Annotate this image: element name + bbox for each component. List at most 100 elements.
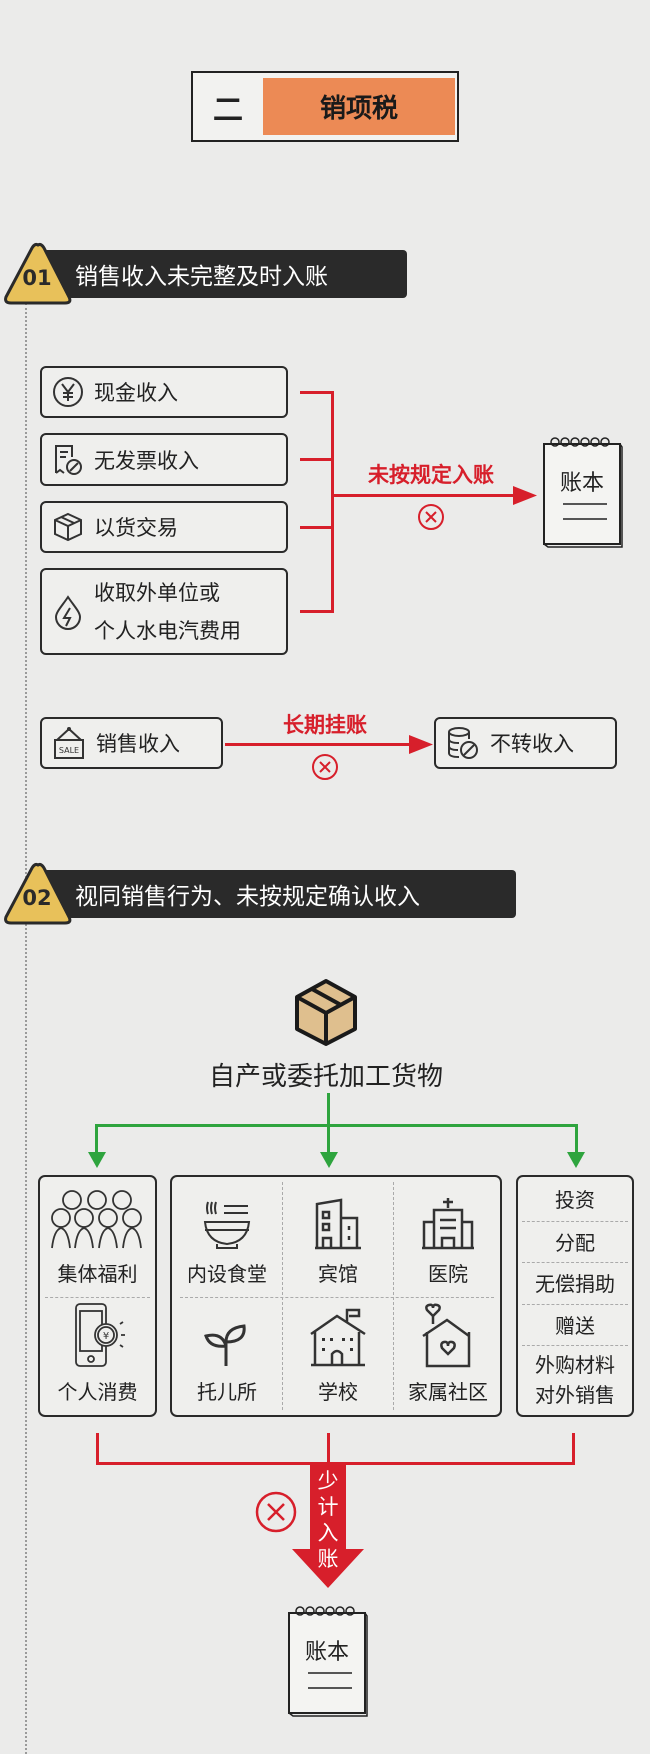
divider <box>522 1221 628 1222</box>
arrow-label: 长期挂账 <box>283 713 367 737</box>
bowl-icon <box>203 1201 251 1249</box>
cell-school: 学校 <box>283 1298 393 1415</box>
section2-title-bar: 视同销售行为、未按规定确认收入 <box>40 870 516 918</box>
arrow-char: 少 <box>317 1469 339 1493</box>
other-uses-box: 投资 分配 无偿捐助 赠送 外购材料 对外销售 <box>516 1175 634 1417</box>
hospital-icon <box>422 1198 474 1250</box>
item-distribution: 分配 <box>555 1230 595 1255</box>
sale-sign-icon: SALE <box>54 727 84 759</box>
cell-label: 医院 <box>428 1262 468 1286</box>
item-line1: 外购材料 <box>535 1353 615 1377</box>
divider <box>522 1304 628 1305</box>
cell-label: 学校 <box>318 1380 358 1404</box>
yen-icon <box>53 377 83 407</box>
cell-collective-welfare: 集体福利 <box>40 1177 155 1297</box>
cell-label: 个人消费 <box>57 1380 138 1404</box>
group-icon <box>50 1190 142 1249</box>
item-sales-income: SALE 销售收入 <box>40 717 223 769</box>
item-investment: 投资 <box>555 1188 595 1212</box>
box-icon <box>54 512 82 542</box>
arrow-down-icon <box>567 1152 585 1168</box>
item-not-converted-income: 不转收入 <box>434 717 617 769</box>
divider <box>522 1345 628 1346</box>
svg-text:SALE: SALE <box>59 746 79 755</box>
section1-badge: 01 <box>22 266 52 290</box>
divider <box>522 1262 628 1263</box>
phone-pay-icon: ¥ <box>74 1303 125 1367</box>
bracket-line <box>300 458 332 461</box>
section-title: 销项税 <box>263 78 455 135</box>
section-number: 二 <box>213 92 243 128</box>
section2-title: 视同销售行为、未按规定确认收入 <box>75 884 420 910</box>
cross-circle-icon <box>418 504 444 530</box>
green-line <box>95 1124 98 1159</box>
notebook-icon <box>543 437 623 548</box>
section1-title: 销售收入未完整及时入账 <box>75 264 328 290</box>
cell-community: 家属社区 <box>394 1298 502 1415</box>
section2-badge: 02 <box>22 886 52 910</box>
cross-circle-icon <box>312 754 338 780</box>
cell-label: 家属社区 <box>408 1380 488 1404</box>
divider <box>45 1297 150 1298</box>
section-title-box: 二 销项税 <box>191 71 459 142</box>
divider <box>282 1182 283 1410</box>
arrow-char: 计 <box>317 1495 339 1519</box>
welfare-box: 集体福利 ¥ 个人消费 <box>38 1175 157 1417</box>
bracket-line <box>327 1433 330 1465</box>
cell-hotel: 宾馆 <box>283 1177 393 1297</box>
green-line <box>575 1124 578 1159</box>
cell-label: 内设食堂 <box>187 1262 267 1286</box>
item-label: 现金收入 <box>94 381 178 405</box>
item-gift: 赠送 <box>555 1313 595 1338</box>
school-icon <box>310 1308 366 1367</box>
badge-triangle-icon <box>4 242 72 305</box>
source-label: 自产或委托加工货物 <box>208 1062 443 1092</box>
arrow-line <box>331 494 521 497</box>
arrow-char: 入 <box>317 1521 339 1545</box>
arrow-char: 账 <box>317 1547 339 1571</box>
item-cash-income: 现金收入 <box>40 366 288 418</box>
bracket-line <box>300 391 332 394</box>
item-label-line1: 收取外单位或 <box>94 580 220 605</box>
item-label-line2: 个人水电汽费用 <box>94 618 241 643</box>
utility-icon <box>54 594 82 630</box>
item-donation: 无偿捐助 <box>535 1271 615 1296</box>
item-label: 无发票收入 <box>94 448 199 473</box>
notebook-icon <box>288 1606 368 1717</box>
cell-label: 托儿所 <box>197 1380 257 1404</box>
arrow-down-icon <box>88 1152 106 1168</box>
ledger-label: 账本 <box>559 471 604 496</box>
bracket-line <box>572 1433 575 1465</box>
item-label: 销售收入 <box>96 732 180 756</box>
bracket-line <box>96 1433 99 1465</box>
package-icon <box>295 979 357 1046</box>
ledger-label: 账本 <box>304 1640 349 1665</box>
cross-circle-icon <box>255 1491 297 1533</box>
bracket-line <box>331 391 334 613</box>
arrow-label-vertical: 少 计 入 账 <box>310 1468 346 1572</box>
ledger-notebook: 账本 <box>286 1606 368 1717</box>
cell-label: 宾馆 <box>318 1262 358 1286</box>
cell-label: 集体福利 <box>57 1262 138 1286</box>
arrow-down-icon <box>320 1152 338 1168</box>
divider <box>393 1182 394 1410</box>
arrow-head-icon <box>513 486 537 505</box>
cell-canteen: 内设食堂 <box>172 1177 282 1297</box>
item-utility-fees: 收取外单位或 个人水电汽费用 <box>40 568 288 655</box>
item-barter: 以货交易 <box>40 501 288 553</box>
facilities-box: 内设食堂 宾馆 医院 托儿所 学校 家属社区 <box>170 1175 502 1417</box>
bracket-line <box>300 526 332 529</box>
community-icon <box>422 1303 471 1368</box>
section1-title-bar: 销售收入未完整及时入账 <box>40 250 407 298</box>
green-line <box>96 1124 577 1127</box>
ledger-notebook: 账本 <box>541 437 623 548</box>
item-line2: 对外销售 <box>535 1383 615 1407</box>
bracket-line <box>300 610 332 613</box>
badge-triangle-icon <box>4 862 72 925</box>
arrow-head-icon <box>409 735 433 754</box>
item-no-invoice-income: 无发票收入 <box>40 433 288 486</box>
item-label: 不转收入 <box>490 732 574 756</box>
invoice-icon <box>55 444 82 475</box>
sprout-icon <box>204 1324 246 1366</box>
timeline-dotted-line <box>25 303 27 1754</box>
